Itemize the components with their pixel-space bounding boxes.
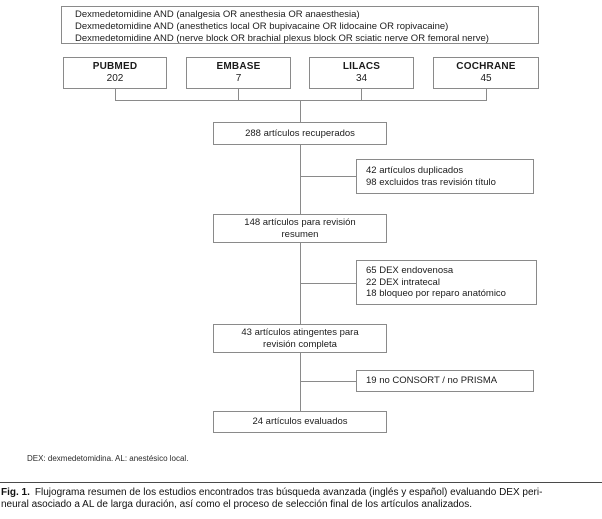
- abbreviations-footnote: DEX: dexmedetomidina. AL: anestésico loc…: [27, 454, 189, 463]
- database-box-embase: EMBASE 7: [186, 57, 291, 89]
- connector-lilacs-stub: [361, 89, 362, 100]
- database-name: EMBASE: [216, 61, 261, 72]
- exclusion-duplicates-box: 42 artículos duplicados 98 excluidos tra…: [356, 159, 534, 194]
- caption-divider: [0, 482, 602, 483]
- database-name: LILACS: [342, 61, 381, 72]
- connector-bus-drop: [300, 100, 301, 122]
- connector-retrieved-to-abstract: [300, 145, 301, 214]
- caption-text: Flujograma resumen de los estudios encon…: [34, 487, 543, 498]
- database-name: PUBMED: [92, 61, 138, 72]
- retrieved-articles-box: 288 artículos recuperados: [213, 122, 387, 145]
- database-count: 34: [355, 73, 368, 84]
- caption-line-1: Fig. 1. Flujograma resumen de los estudio…: [1, 487, 601, 499]
- figure-caption: Fig. 1. Flujograma resumen de los estudio…: [1, 487, 601, 511]
- figure-number-label: Fig. 1.: [1, 487, 30, 498]
- connector-fulltext-to-evaluated: [300, 353, 301, 411]
- connector-bus-line: [115, 100, 487, 101]
- exclusion-dex-box: 65 DEX endovenosa 22 DEX intratecal 18 b…: [356, 260, 537, 305]
- caption-line-2: neural asociado a AL de larga duración, …: [1, 499, 473, 510]
- connector-pubmed-stub: [115, 89, 116, 100]
- exclusion-consort-box: 19 no CONSORT / no PRISMA: [356, 370, 534, 392]
- database-box-cochrane: COCHRANE 45: [433, 57, 539, 89]
- connector-embase-stub: [238, 89, 239, 100]
- connector-branch-consort: [300, 381, 356, 382]
- database-count: 202: [106, 73, 124, 84]
- search-strategy-box: Dexmedetomidine AND (analgesia OR anesth…: [61, 6, 539, 44]
- database-name: COCHRANE: [456, 61, 516, 72]
- abstract-review-box: 148 artículos para revisión resumen: [213, 214, 387, 243]
- database-count: 45: [480, 73, 492, 84]
- database-box-pubmed: PUBMED 202: [63, 57, 167, 89]
- connector-branch-dex: [300, 283, 356, 284]
- database-count: 7: [235, 73, 242, 84]
- fulltext-review-box: 43 artículos atingentes para revisión co…: [213, 324, 387, 353]
- database-box-lilacs: LILACS 34: [309, 57, 414, 89]
- connector-branch-duplicates: [300, 176, 356, 177]
- evaluated-articles-box: 24 artículos evaluados: [213, 411, 387, 433]
- connector-cochrane-stub: [486, 89, 487, 100]
